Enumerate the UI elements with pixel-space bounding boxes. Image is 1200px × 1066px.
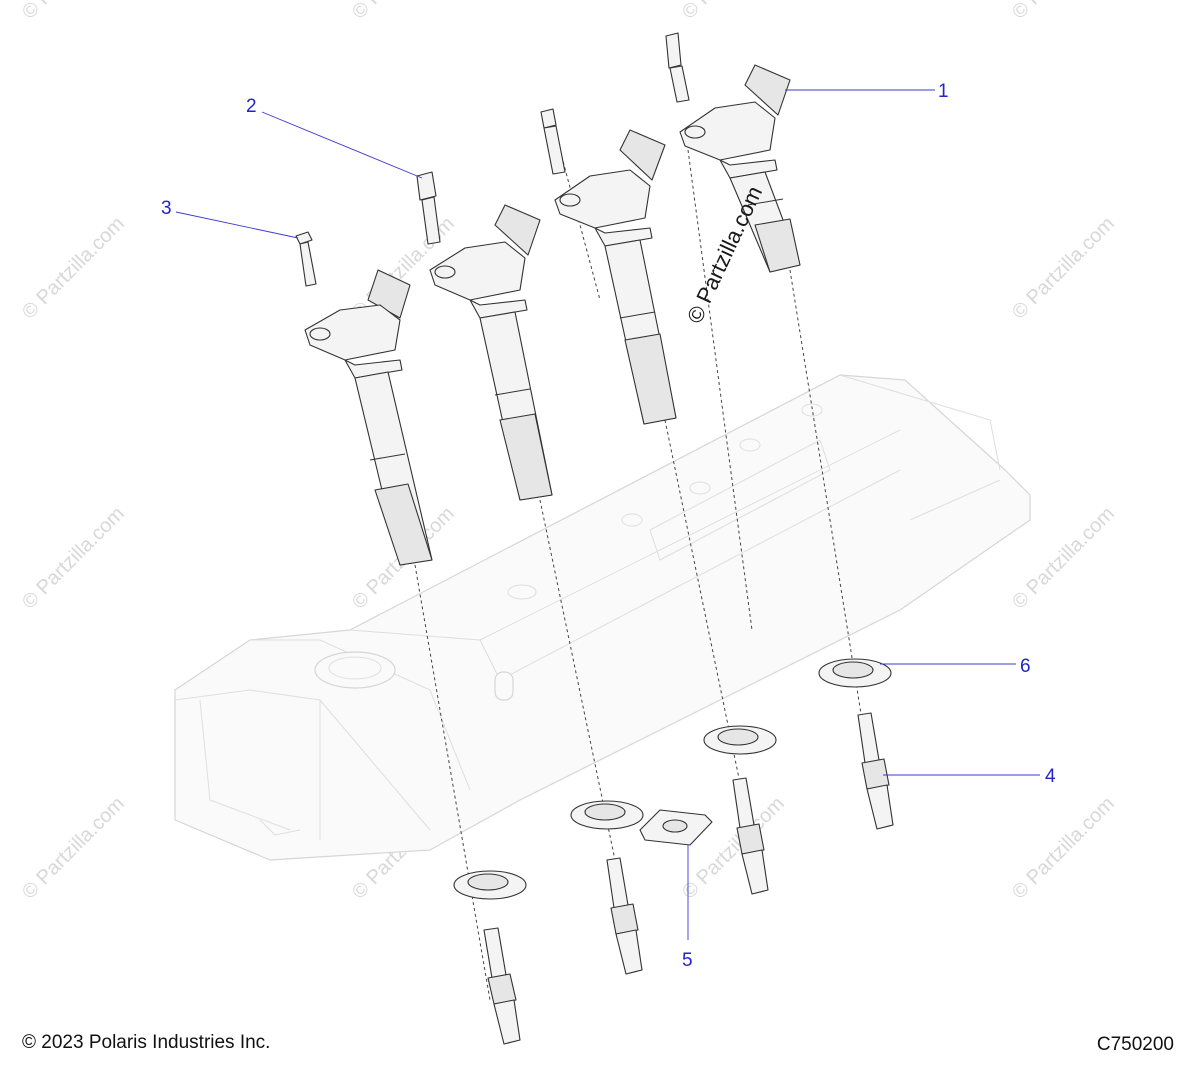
watermark-text: © Partzilla.com — [678, 0, 789, 24]
ignition-coil — [554, 129, 677, 425]
callout-3: 3 — [161, 198, 172, 219]
coil-bolt — [665, 32, 690, 103]
watermark-text: © Partzilla.com — [18, 213, 129, 324]
valve-cover-ghost — [174, 374, 1031, 861]
watermark-text: © Partzilla.com — [348, 0, 459, 24]
coil-bolt — [540, 108, 566, 175]
seal — [453, 870, 527, 900]
watermark-text: © Partzilla.com — [1008, 0, 1119, 24]
footer-copyright: © 2023 Polaris Industries Inc. — [22, 1032, 271, 1053]
spark-plug — [483, 927, 521, 1045]
seal — [703, 725, 777, 755]
coil-bolt — [295, 231, 317, 287]
leader-lines — [175, 89, 1040, 940]
spark-plug — [732, 777, 769, 895]
ignition-coil — [429, 204, 553, 501]
spark-plug — [857, 712, 894, 830]
watermark-text: © Partzilla.com — [18, 503, 129, 614]
copyright-overlay: © Partzilla.com — [682, 182, 767, 327]
callout-5: 5 — [682, 950, 693, 971]
ignition-coil — [304, 269, 433, 566]
watermark-text: © Partzilla.com — [1008, 793, 1119, 904]
watermark-text: © Partzilla.com — [678, 793, 789, 904]
callout-6: 6 — [1020, 656, 1031, 677]
seal — [570, 800, 644, 830]
callout-2: 2 — [246, 96, 257, 117]
alignment-lines — [414, 149, 863, 1001]
callout-4: 4 — [1045, 766, 1056, 787]
watermark-text: © Partzilla.com — [18, 793, 129, 904]
coil-bolt — [416, 171, 441, 245]
callout-1: 1 — [938, 81, 949, 102]
seal — [818, 658, 892, 688]
bracket-plate — [639, 809, 713, 846]
footer-diagram-code: C750200 — [1096, 1034, 1174, 1055]
spark-plug — [606, 857, 643, 975]
callout-labels: 1 2 3 4 5 6 — [161, 81, 1056, 971]
watermark-text: © Partzilla.com — [1008, 213, 1119, 324]
watermark-text: © Partzilla.com — [18, 0, 129, 24]
ignition-coil — [679, 64, 801, 273]
